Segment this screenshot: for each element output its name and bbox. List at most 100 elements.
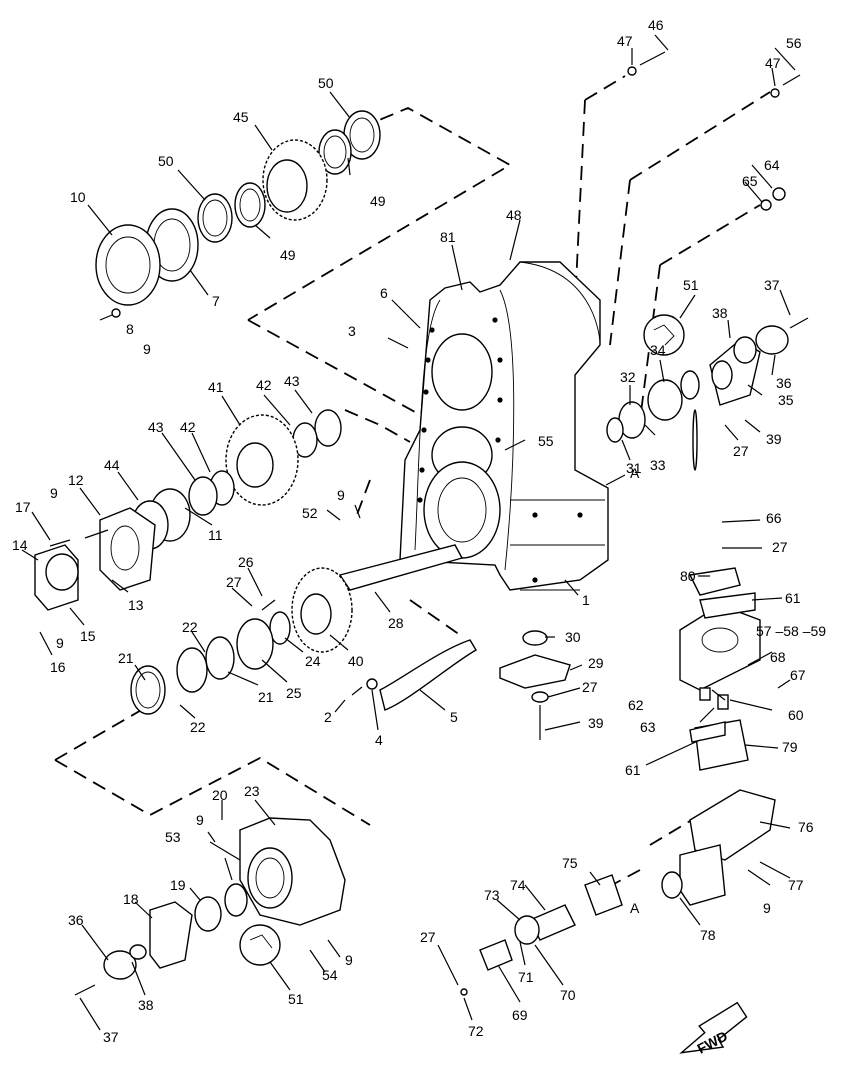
- callout-13: 13: [128, 597, 144, 613]
- section-mark-a-lower: A: [630, 900, 640, 916]
- callout-77: 77: [788, 877, 804, 893]
- callout-76: 76: [798, 819, 814, 835]
- section-mark-a-upper: A: [630, 465, 640, 481]
- callout-74: 74: [510, 877, 526, 893]
- callout-27a: 27: [226, 574, 242, 590]
- callout-66: 66: [766, 510, 782, 526]
- callout-44: 44: [104, 457, 120, 473]
- top-fasteners: [627, 51, 809, 329]
- callout-47a: 47: [617, 33, 633, 49]
- callout-9b: 9: [337, 487, 345, 503]
- callout-4: 4: [375, 732, 383, 748]
- transfer-case-housing: [399, 261, 609, 591]
- callout-23: 23: [244, 783, 260, 799]
- callout-34: 34: [650, 342, 666, 358]
- callout-22b: 22: [190, 719, 206, 735]
- callout-50a: 50: [318, 75, 334, 91]
- callout-21b: 21: [258, 689, 274, 705]
- callout-50b: 50: [158, 153, 174, 169]
- callout-38a: 38: [712, 305, 728, 321]
- lower-gear-group: [130, 544, 477, 715]
- callout-30: 30: [565, 629, 581, 645]
- callout-19: 19: [170, 877, 186, 893]
- callout-79: 79: [782, 739, 798, 755]
- callout-25: 25: [286, 685, 302, 701]
- mount-bracket-group: [679, 567, 761, 771]
- callout-20: 20: [212, 787, 228, 803]
- callout-9e: 9: [196, 812, 204, 828]
- callout-24: 24: [305, 653, 321, 669]
- callout-70: 70: [560, 987, 576, 1003]
- callout-49b: 49: [280, 247, 296, 263]
- callout-27d: 27: [772, 539, 788, 555]
- callout-80: 80: [680, 568, 696, 584]
- section-marks: A A: [605, 465, 640, 916]
- callout-17: 17: [15, 499, 31, 515]
- callout-1: 1: [582, 592, 590, 608]
- callout-6: 6: [380, 285, 388, 301]
- callout-16: 16: [50, 659, 66, 675]
- callout-42b: 42: [180, 419, 196, 435]
- callout-49a: 49: [370, 193, 386, 209]
- callout-60: 60: [788, 707, 804, 723]
- callout-67: 67: [790, 667, 806, 683]
- callout-5: 5: [450, 709, 458, 725]
- callout-54: 54: [322, 967, 338, 983]
- callout-41: 41: [208, 379, 224, 395]
- callout-21a: 21: [118, 650, 134, 666]
- callout-28: 28: [388, 615, 404, 631]
- callout-51a: 51: [683, 277, 699, 293]
- callout-7: 7: [212, 293, 220, 309]
- output-housing-group: [74, 817, 346, 996]
- solenoid-assembly-group: [460, 789, 776, 996]
- callout-11: 11: [208, 527, 223, 543]
- callout-64: 64: [764, 157, 780, 173]
- callout-46: 46: [648, 17, 664, 33]
- callout-52: 52: [302, 505, 318, 521]
- callout-55: 55: [538, 433, 554, 449]
- callout-73: 73: [484, 887, 500, 903]
- callout-47b: 47: [765, 55, 781, 71]
- callout-27e: 27: [420, 929, 436, 945]
- callout-32: 32: [620, 369, 636, 385]
- callout-56: 56: [786, 35, 802, 51]
- callout-9g: 9: [763, 900, 771, 916]
- callout-27c: 27: [733, 443, 749, 459]
- callout-61b: 61: [625, 762, 641, 778]
- callout-15: 15: [80, 628, 96, 644]
- callout-9d: 9: [56, 635, 64, 651]
- callout-36b: 36: [68, 912, 84, 928]
- callout-29: 29: [588, 655, 604, 671]
- callout-31: 31: [626, 460, 642, 476]
- callout-71: 71: [518, 969, 534, 985]
- callout-10: 10: [70, 189, 86, 205]
- callout-37a: 37: [764, 277, 780, 293]
- callout-65: 65: [742, 173, 758, 189]
- callout-48: 48: [506, 207, 522, 223]
- callout-14: 14: [12, 537, 28, 553]
- callout-81: 81: [440, 229, 456, 245]
- callout-61a: 61: [785, 590, 801, 606]
- callout-12: 12: [68, 472, 84, 488]
- callout-2: 2: [324, 709, 332, 725]
- callout-78: 78: [700, 927, 716, 943]
- base-items-group: [351, 630, 571, 740]
- callout-42a: 42: [256, 377, 272, 393]
- callout-26: 26: [238, 554, 254, 570]
- callout-68: 68: [770, 649, 786, 665]
- callout-22a: 22: [182, 619, 198, 635]
- callout-57-58-59: 57 –58 –59: [756, 623, 826, 639]
- callout-75: 75: [562, 855, 578, 871]
- callout-18: 18: [123, 891, 139, 907]
- callout-3: 3: [348, 323, 356, 339]
- callout-37b: 37: [103, 1029, 119, 1045]
- callout-labels: 1 2 3 4 5 6 7 8 9 9 9 9 9 9 9 10 11 12 1…: [12, 17, 826, 1045]
- callout-33: 33: [650, 457, 666, 473]
- callout-35: 35: [778, 392, 794, 408]
- callout-62: 62: [628, 697, 644, 713]
- upper-gear-group: [95, 110, 381, 321]
- right-components-group: [606, 314, 789, 471]
- callout-27b: 27: [582, 679, 598, 695]
- callout-53: 53: [165, 829, 181, 845]
